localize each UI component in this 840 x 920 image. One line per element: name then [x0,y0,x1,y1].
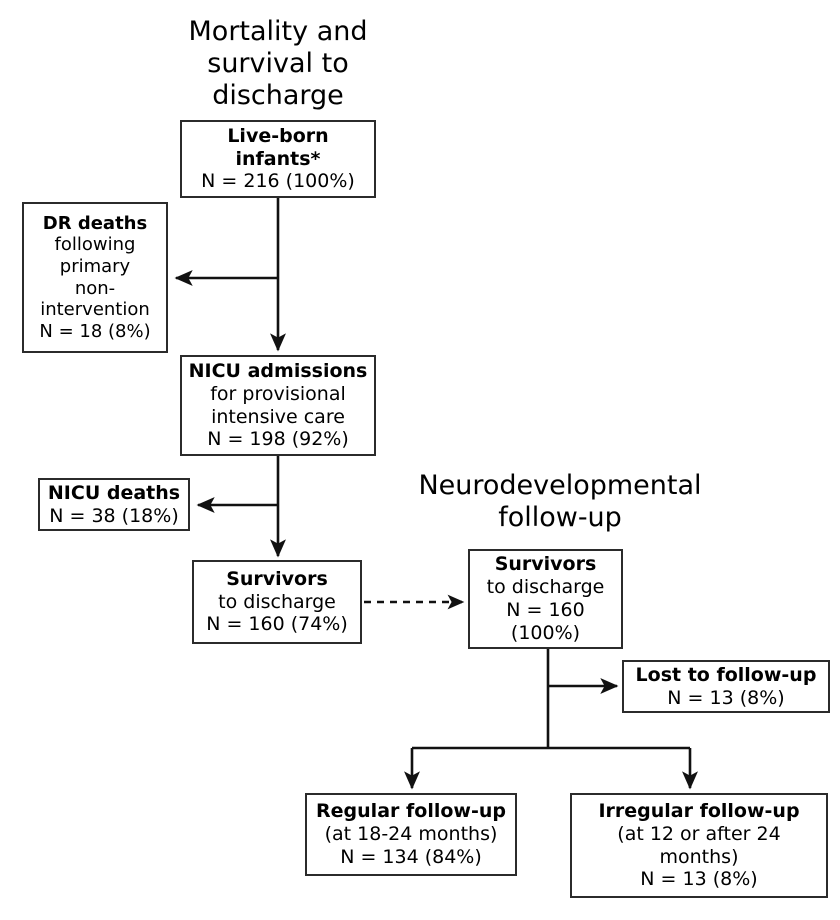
node-dr-deaths-line5: intervention [40,299,150,321]
node-regular-followup-count: N = 134 (84%) [340,845,482,868]
node-dr-deaths-line1: DR deaths [42,212,148,234]
node-irregular-followup-line3: months) [659,845,739,868]
section-title-mortality-line3: discharge [212,79,344,111]
node-regular-followup[interactable]: Regular follow-up (at 18-24 months) N = … [305,793,517,876]
node-dr-deaths-line3: primary [59,255,131,277]
node-lost-to-followup-line1: Lost to follow-up [635,663,817,686]
section-title-mortality-line2: survival to [207,47,349,79]
node-nicu-admissions[interactable]: NICU admissions for provisional intensiv… [180,355,376,456]
node-live-born-infants[interactable]: Live-born infants* N = 216 (100%) [180,120,376,198]
node-dr-deaths-count: N = 18 (8%) [39,320,151,342]
node-survivors-right-percent: (100%) [510,621,581,644]
node-survivors-left-line1: Survivors [226,567,328,590]
node-dr-deaths-line4: non- [74,277,116,299]
node-survivors-to-discharge-mortality[interactable]: Survivors to discharge N = 160 (74%) [192,560,362,644]
node-survivors-left-line2: to discharge [218,590,336,613]
node-nicu-deaths-line1: NICU deaths [47,481,181,504]
node-survivors-to-discharge-followup[interactable]: Survivors to discharge N = 160 (100%) [468,549,623,649]
node-nicu-deaths[interactable]: NICU deaths N = 38 (18%) [38,478,190,531]
node-lost-to-followup[interactable]: Lost to follow-up N = 13 (8%) [622,660,830,713]
node-live-born-infants-count: N = 216 (100%) [201,170,355,193]
node-survivors-right-count: N = 160 [506,599,585,621]
section-title-neurodevelopmental: Neurodevelopmental follow-up [395,470,725,534]
node-nicu-admissions-count: N = 198 (92%) [207,428,349,451]
node-regular-followup-line2: (at 18-24 months) [324,823,498,846]
node-irregular-followup-count: N = 13 (8%) [640,868,758,891]
node-nicu-admissions-line3: intensive care [211,405,345,428]
node-nicu-admissions-line2: for provisional [210,382,346,405]
section-title-neuro-line1: Neurodevelopmental [418,470,702,501]
section-title-mortality: Mortality and survival to discharge [168,16,388,112]
section-title-neuro-line2: follow-up [498,501,622,533]
node-nicu-admissions-line1: NICU admissions [188,359,368,382]
node-irregular-followup-line2: (at 12 or after 24 [617,822,781,845]
node-regular-followup-line1: Regular follow-up [316,800,506,823]
node-nicu-deaths-count: N = 38 (18%) [49,504,179,527]
node-irregular-followup-line1: Irregular follow-up [598,799,800,822]
node-survivors-left-count: N = 160 (74%) [206,613,348,636]
node-dr-deaths[interactable]: DR deaths following primary non- interve… [22,202,168,353]
node-lost-to-followup-count: N = 13 (8%) [667,686,785,709]
node-live-born-infants-line1: Live-born [227,124,329,147]
node-survivors-right-line2: to discharge [486,576,605,599]
node-irregular-followup[interactable]: Irregular follow-up (at 12 or after 24 m… [570,793,828,898]
node-dr-deaths-line2: following [54,234,136,256]
section-title-mortality-line1: Mortality and [188,16,368,47]
node-live-born-infants-line2: infants* [235,147,321,170]
node-survivors-right-line1: Survivors [494,553,597,576]
